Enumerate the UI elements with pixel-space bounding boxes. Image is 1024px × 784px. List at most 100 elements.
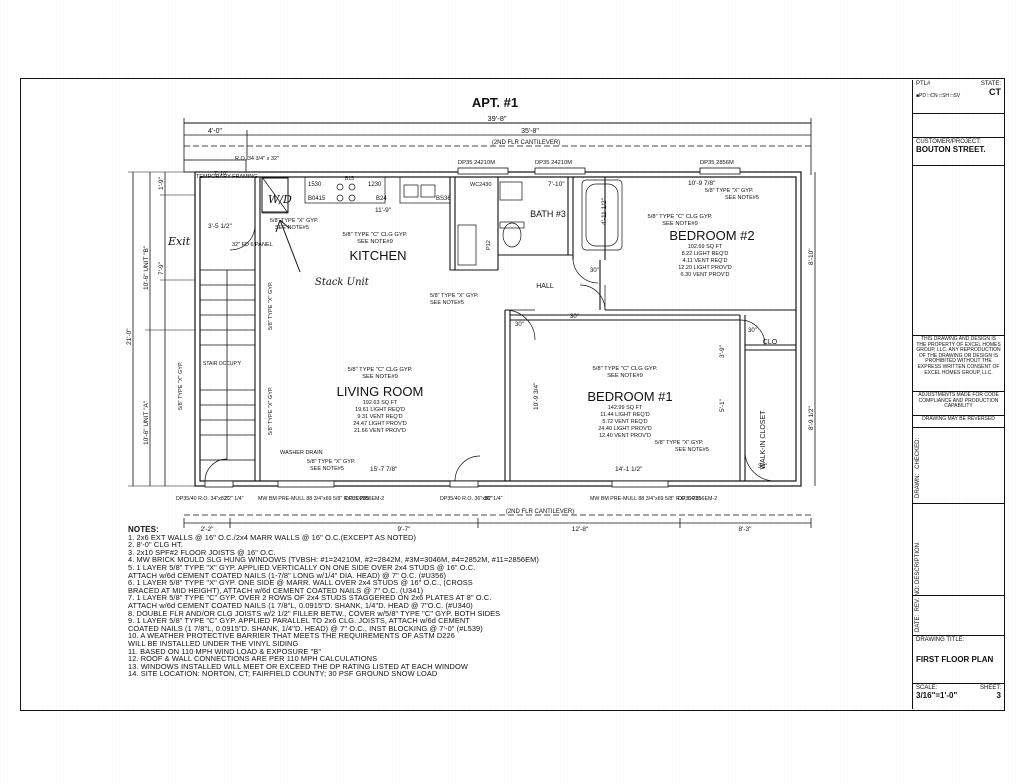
temp-framing-label: TEMPORARY FRAMING <box>196 174 258 180</box>
left-dim-1: 1'-9" <box>158 176 165 190</box>
inner-dim-6: 15'-7 7/8" <box>370 466 398 473</box>
win-bottom-5: DP35/40 R.O. 36"x82" <box>440 496 493 502</box>
room-bath: BATH #3 <box>530 209 566 219</box>
checkbox-sv[interactable]: □ <box>950 93 954 99</box>
note-line: ATTACH w/6d CEMENT COATED NAILS (1 7/8"L… <box>128 600 473 610</box>
handwritten-stack: Stack Unit <box>315 277 370 288</box>
win-bottom-7: MW BM PRE-MULL 88 3/4"x69 5/8" R.O. DP35 <box>590 496 701 502</box>
right-dim-1: 8'-10" <box>808 248 815 265</box>
bottom-dim-3: 12'-8" <box>572 526 589 533</box>
note-line: 5. 1 LAYER 5/8" TYPE "X" GYP. APPLIED VE… <box>128 562 476 572</box>
inner-dim-2: 11'-9" <box>375 207 392 214</box>
bed1-area-3: 5.72 VENT REQ'D <box>602 419 647 425</box>
right-dim-2: 8'-9 1/2" <box>808 406 815 430</box>
general-notes: NOTES: 1. 2x6 EXT WALLS @ 16" O.C./2x4 M… <box>128 526 908 678</box>
door-5: 30" <box>758 464 767 470</box>
living-area-1: 192.63 SQ FT <box>363 400 398 406</box>
kitchen-cab-2: B15 <box>345 176 354 182</box>
door-3: 30" <box>748 328 757 334</box>
room-living: LIVING ROOM <box>337 384 424 399</box>
living-ceiling-note: 5/8" TYPE "C" CLG GYP. <box>348 367 413 373</box>
bottom-dim-2: 9'-7" <box>398 526 412 533</box>
door-2: 30" <box>590 268 599 274</box>
note-line: 13. WINDOWS INSTALLED WILL MEET OR EXCEE… <box>128 661 468 671</box>
bed2-area-2: 8.22 LIGHT REQ'D <box>682 251 729 257</box>
customer-label: CUSTOMER/PROJECT: <box>916 139 981 145</box>
inner-dim-11: 7'-10" <box>214 171 228 177</box>
bed2-area-4: 12.20 LIGHT PROV'D <box>678 265 732 271</box>
customer-cell: CUSTOMER/PROJECT: BOUTON STREET. <box>913 138 1004 166</box>
checkbox-pd[interactable]: ■ <box>916 93 920 99</box>
living-area-block: 192.63 SQ FT 19.61 LIGHT REQ'D 9.31 VENT… <box>353 400 407 434</box>
scale-sheet-cell: SCALE: SHEET: 3/16"=1'-0" 3 <box>913 684 1004 709</box>
checkbox-cn[interactable]: □ <box>927 93 931 99</box>
living-area-2: 19.61 LIGHT REQ'D <box>355 407 405 413</box>
door-swings <box>204 224 776 482</box>
window-top-3: DP35 2856M <box>700 160 734 166</box>
door-1: 30" <box>570 314 579 320</box>
living-see-note: SEE NOTE#9 <box>362 374 398 380</box>
rev-label: REV. NO: <box>915 585 921 612</box>
room-clo: CLO <box>763 339 778 346</box>
bed1-see-note: SEE NOTE#9 <box>607 373 643 379</box>
kitchen-cab-4: B0415 <box>308 196 326 202</box>
empty-space <box>913 166 1004 336</box>
left-dim-3: 7'-9" <box>158 261 165 275</box>
plan-title: APT. #1 <box>472 95 518 110</box>
checkbox-sh[interactable]: □ <box>939 93 943 99</box>
window-top-2: DP35 24210M <box>535 160 572 166</box>
date-rev-cell: DATE: REV. NO: <box>913 586 1004 636</box>
inner-dim-7: 14'-1 1/2" <box>615 466 643 473</box>
kitchen-ceiling-note: 5/8" TYPE "C" CLG GYP. <box>343 232 408 238</box>
stair-note: STAIR OCCUP'Y <box>203 361 242 367</box>
description-label: DESCRIPTION <box>915 542 921 584</box>
wall-note-bed2-see: SEE NOTE#5 <box>725 195 759 201</box>
kitchen-cab-10: P12 <box>486 240 492 250</box>
copyright-cell: THIS DRAWING AND DESIGN IS THE PROPERTY … <box>913 336 1004 392</box>
note-line: COATED NAILS (1 7/8"L, 0.0915"D. SHANK, … <box>128 623 483 633</box>
drawing-title-label: DRAWING TITLE: <box>916 637 965 643</box>
note-line: ATTACH w/6d CEMENT COATED NAILS (1-7/8" … <box>128 570 447 580</box>
inner-dim-1: 3'-5 1/2" <box>208 223 232 230</box>
left-dim-2: 10'-6" UNIT "B" <box>143 245 150 290</box>
reversed-cell: DRAWING MAY BE REVERSED <box>913 416 1004 428</box>
scale-value: 3/16"=1'-0" <box>916 691 958 700</box>
note-line: 10. A WEATHER PROTECTIVE BARRIER THAT ME… <box>128 631 455 641</box>
note-line: 9. 1 LAYER 5/8" TYPE "C" GYP. APPLIED PA… <box>128 616 470 626</box>
drawing-title-cell: DRAWING TITLE: FIRST FLOOR PLAN <box>913 636 1004 684</box>
bed1-ceiling-note: 5/8" TYPE "C" CLG GYP. <box>593 366 658 372</box>
cantilever-bottom: (2ND FLR CANTILEVER) <box>506 509 574 515</box>
inner-dim-4: 10'-9 7/8" <box>688 180 716 187</box>
wd-handwritten: W/D <box>268 193 292 206</box>
bed1-area-4: 24.40 LIGHT PROV'D <box>598 426 652 432</box>
bed1-area-1: 142.99 SQ FT <box>608 405 643 411</box>
room-kitchen: KITCHEN <box>349 248 406 263</box>
wall-note-kitchen: 5/8" TYPE "X" GYP. <box>270 218 319 224</box>
note-line: BRACED AT MID HEIGHT), ATTACH w/6d CEMEN… <box>128 585 424 595</box>
win-bottom-4: DP35 2856EM-2 <box>345 496 384 502</box>
room-hall: HALL <box>536 283 554 290</box>
note-line: 11. BASED ON 110 MPH WIND LOAD & EXPOSUR… <box>128 646 322 656</box>
wall-note-bed1-see: SEE NOTE#5 <box>675 447 709 453</box>
ptl-state-cell: PTL# STATE: CT ■PD □CN □SH □SV <box>913 80 1004 114</box>
kitchen-see-note: SEE NOTE#9 <box>357 239 393 245</box>
bed2-ceiling-note: 5/8" TYPE "C" CLG GYP. <box>648 214 713 220</box>
note-line: 3. 2x10 SPF#2 FLOOR JOISTS @ 16" O.C. <box>128 547 276 557</box>
kitchen-cab-5: B24 <box>376 196 387 202</box>
ro-top: R.O. 34 3/4" x 32" <box>235 156 279 162</box>
note-line: 6. 1 LAYER 5/8" TYPE "X" GYP. ONE SIDE @… <box>128 578 473 588</box>
kitchen-cab-6: BS36 <box>436 196 451 202</box>
note-line: 14. SITE LOCATION: NORTON, CT; FAIRFIELD… <box>128 669 438 679</box>
inner-dim-8: 3'-9" <box>719 344 726 358</box>
wall-note-bed2: 5/8" TYPE "X" GYP. <box>705 188 754 194</box>
top-dim-left: 4'-0" <box>208 128 222 135</box>
bottom-dim-4: 8'-3" <box>739 526 753 533</box>
kitchen-cab-3: 1230 <box>368 182 382 188</box>
drawing-title-value: FIRST FLOOR PLAN <box>916 655 994 664</box>
living-area-4: 24.47 LIGHT PROV'D <box>353 421 407 427</box>
state-label: STATE: <box>980 81 1001 87</box>
wall-note-vert-2: 5/8" TYPE "X" GYP. <box>268 386 274 435</box>
left-dim-5: 10'-6" UNIT "A" <box>143 400 150 445</box>
note-line: 7. 1 LAYER 5/8" TYPE "C" GYP. OVER 2 ROW… <box>128 593 492 603</box>
inner-dim-10: 5'-1" <box>719 398 726 412</box>
